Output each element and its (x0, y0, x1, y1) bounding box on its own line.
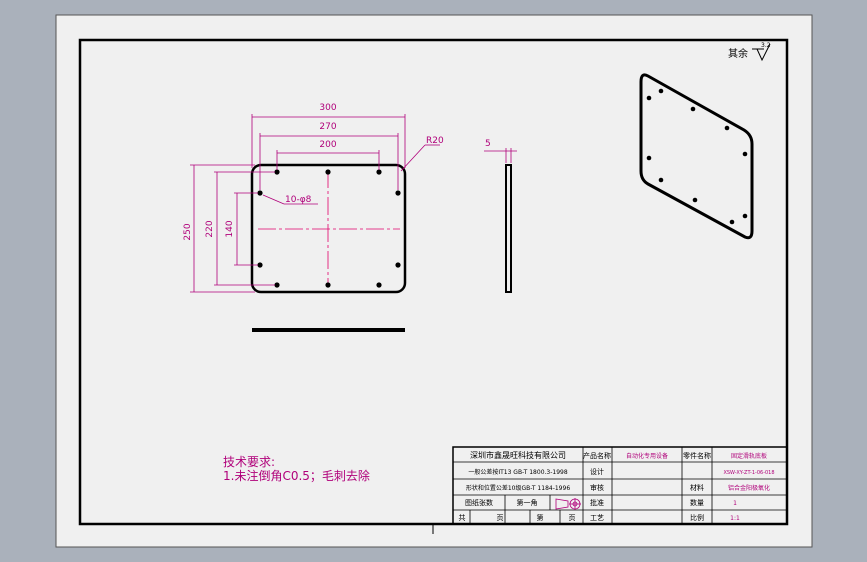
isometric-holes (646, 88, 748, 225)
label-product-name: 产品名称 (583, 451, 611, 460)
dimension-lines-horizontal (251, 114, 406, 190)
dim-140: 140 (225, 220, 235, 237)
mounting-holes (257, 169, 401, 288)
first-angle-label: 第一角 (517, 498, 538, 507)
label-approve: 批准 (590, 498, 604, 507)
surface-finish-value: 3.2 (761, 42, 771, 49)
radius-leader (400, 144, 440, 172)
total-page-unit: 页 (497, 514, 504, 522)
hole (325, 169, 331, 175)
hole-callout-leader (262, 194, 318, 205)
dim-r20: R20 (426, 136, 444, 146)
page-unit: 页 (569, 514, 576, 522)
dim-220: 220 (205, 220, 215, 237)
general-tolerance: 一般公差按IT13 GB-T 1800.3-1998 (468, 468, 568, 476)
label-scale: 比例 (690, 513, 704, 522)
side-view: 5 (484, 139, 517, 293)
isometric-plate-outline (639, 73, 754, 240)
label-process: 工艺 (590, 514, 604, 522)
hole (395, 190, 401, 196)
hole (376, 169, 382, 175)
hole (325, 282, 331, 288)
title-block: 深圳市鑫晟旺科技有限公司 一般公差按IT13 GB-T 1800.3-1998 … (452, 446, 788, 525)
surface-finish-symbol: 其余 3.2 (728, 42, 771, 62)
hole (376, 282, 382, 288)
hole (257, 190, 263, 196)
sheet-count-label: 图纸张数 (465, 498, 493, 507)
label-design: 设计 (590, 467, 604, 476)
hole (274, 282, 280, 288)
hole (274, 169, 280, 175)
value-drawing-number: XSW-XY-ZT-1-06-018 (723, 470, 774, 476)
tech-notes-line1: 1.未注倒角C0.5；毛刺去除 (223, 468, 370, 483)
dim-200: 200 (319, 140, 336, 150)
company-name: 深圳市鑫晟旺科技有限公司 (470, 450, 566, 460)
geometric-tolerance: 形状和位置公差10级GB-T 1184-1996 (466, 484, 570, 492)
label-quantity: 数量 (690, 498, 704, 507)
front-view: 300 270 200 R20 250 220 140 10-φ8 (183, 103, 444, 294)
tech-notes-title: 技术要求: (223, 455, 275, 469)
projection-symbol (555, 498, 581, 510)
surface-finish-label: 其余 (728, 47, 748, 60)
page-label: 第 (537, 513, 544, 522)
side-view-plate (505, 164, 512, 293)
total-label: 共 (459, 513, 466, 522)
label-part-name: 零件名称 (683, 451, 711, 460)
value-product-name: 自动化专用设备 (626, 452, 668, 460)
hole (395, 262, 401, 268)
value-part-name: 固定滑轨底板 (731, 452, 767, 460)
dim-thickness: 5 (485, 139, 491, 149)
isometric-view (639, 73, 754, 240)
hole (257, 262, 263, 268)
dim-300: 300 (319, 103, 336, 113)
dimension-lines-vertical (190, 164, 275, 293)
dim-270: 270 (319, 122, 336, 132)
value-scale: 1:1 (730, 515, 740, 522)
plate-outline (250, 163, 407, 294)
value-material: 铝合金阳极氧化 (728, 484, 770, 492)
dim-250: 250 (183, 223, 193, 240)
drawing-sheet (55, 14, 813, 548)
dim-holes: 10-φ8 (285, 195, 312, 205)
value-quantity: 1 (733, 500, 737, 507)
label-material: 材料 (690, 483, 704, 492)
label-review: 审核 (590, 483, 604, 492)
